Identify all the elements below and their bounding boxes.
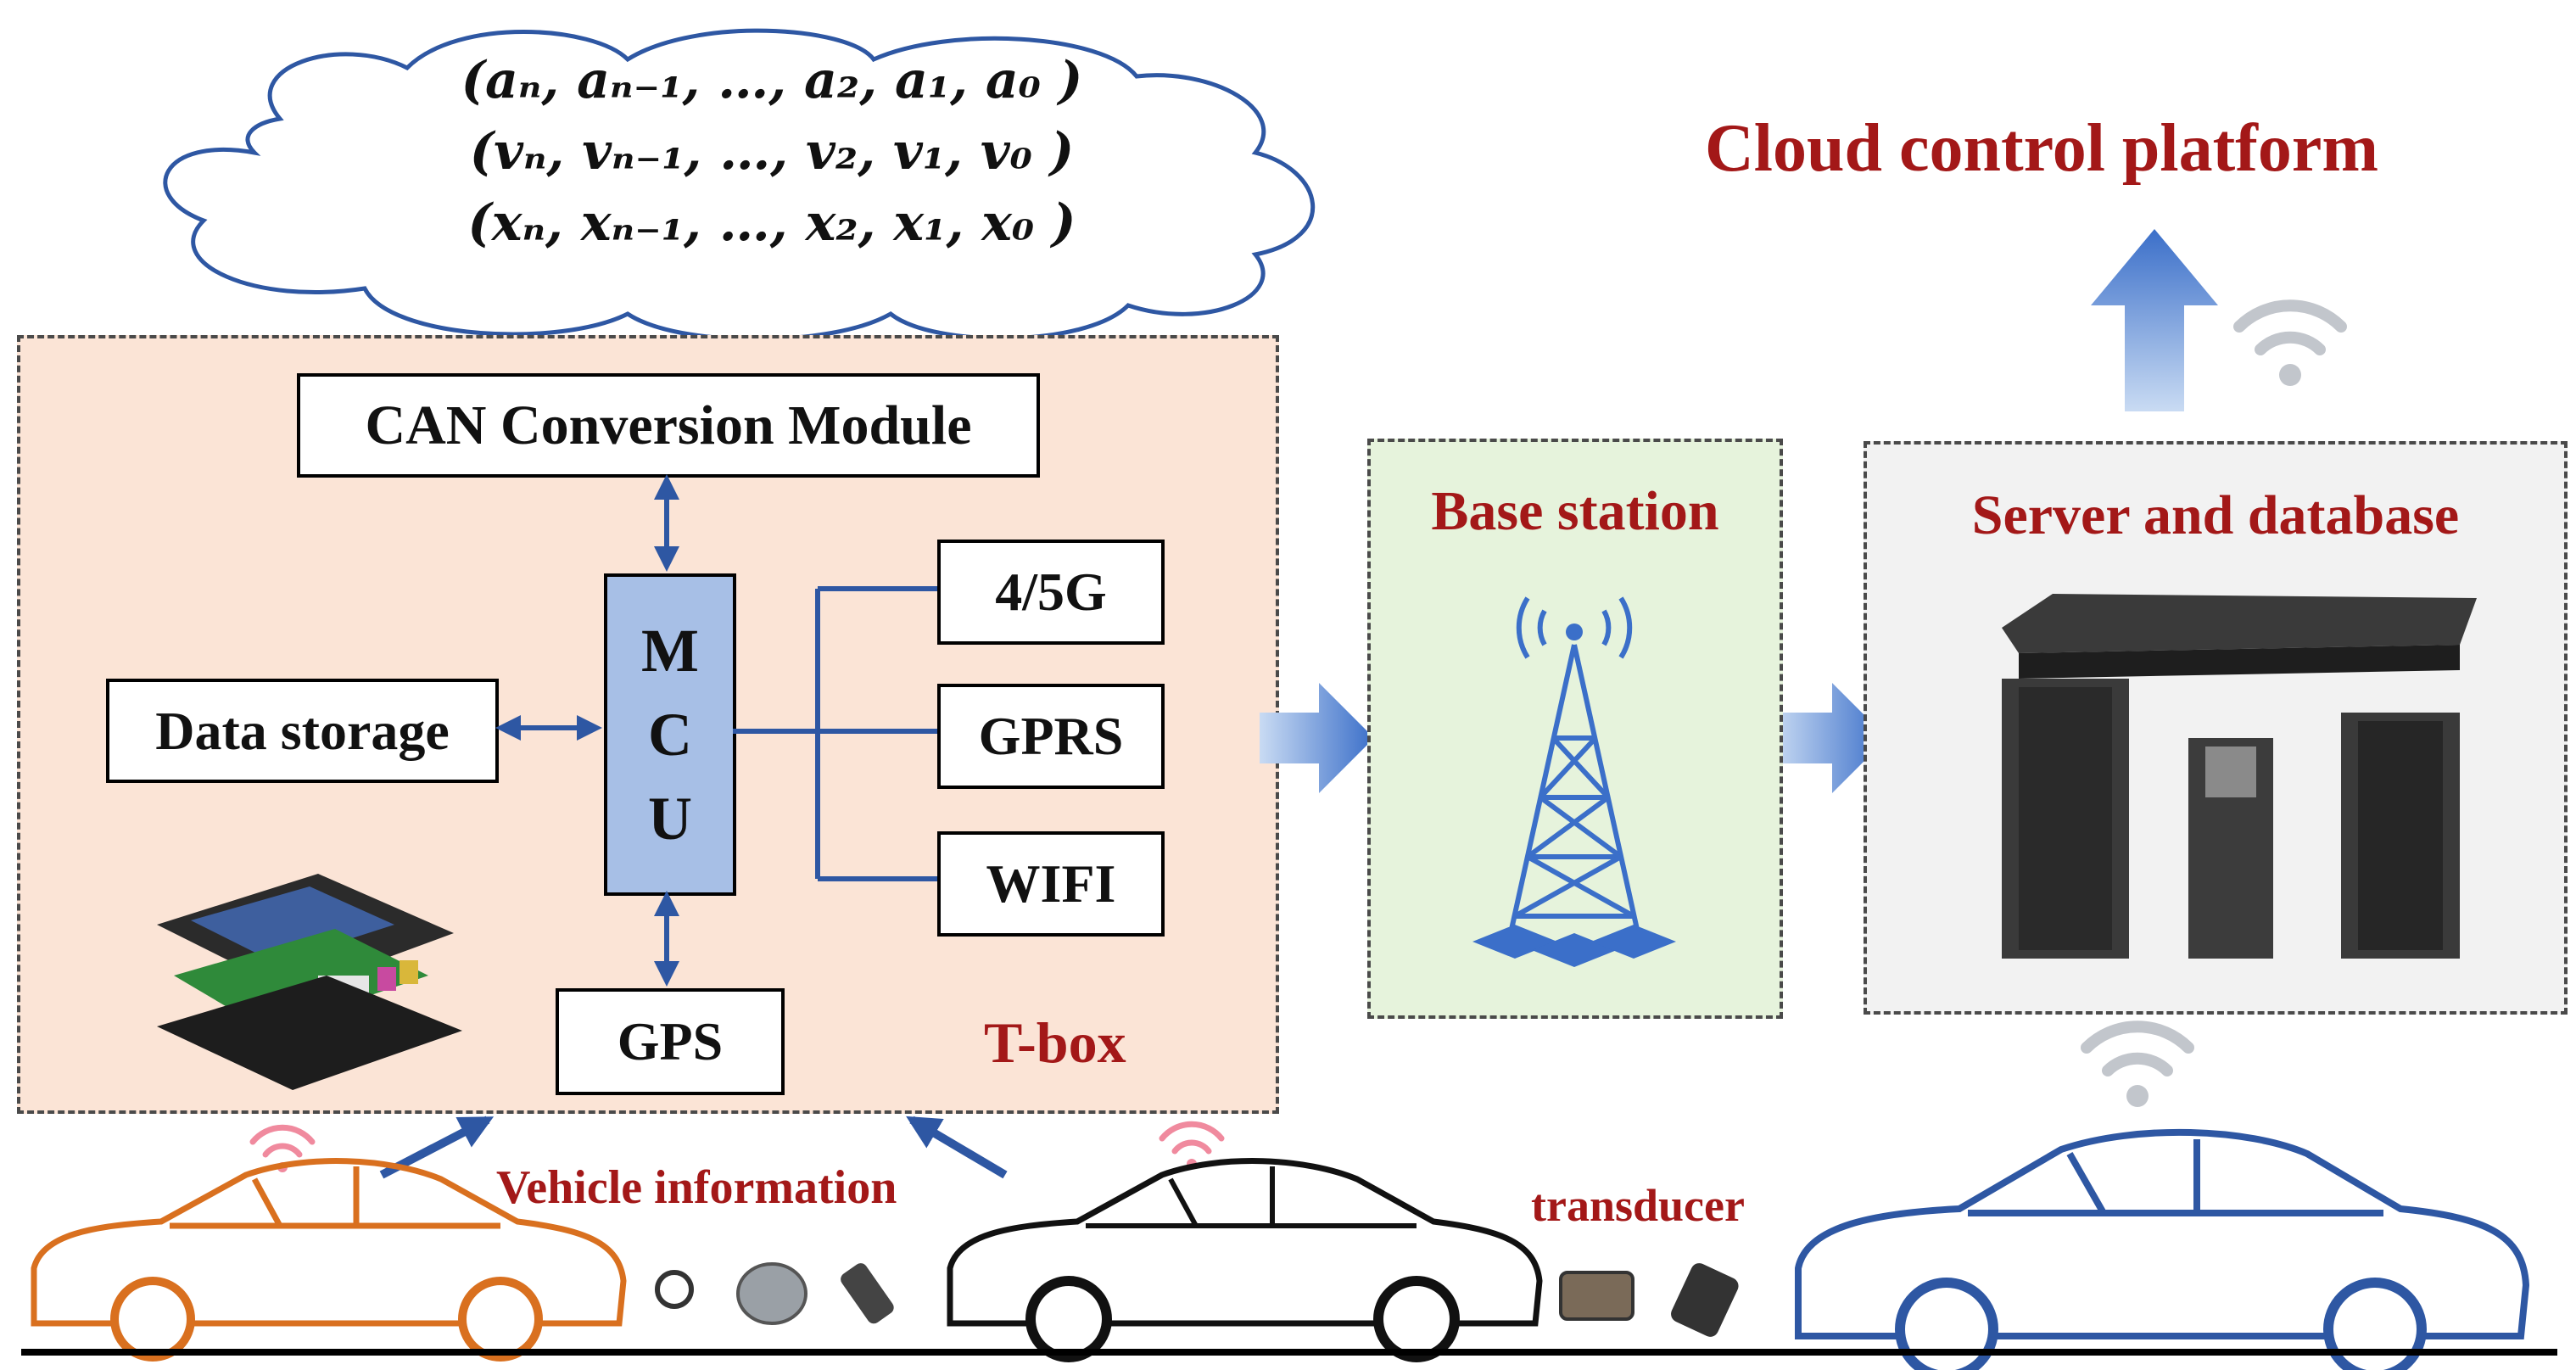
cloud-shape xyxy=(163,28,1316,342)
tbox-device-image xyxy=(157,874,462,1090)
arrow-to-base-station-icon xyxy=(1260,683,1374,793)
cloud-formulas: (aₙ, aₙ₋₁, …, a₂, a₁, a₀ ) (vₙ, vₙ₋₁, …,… xyxy=(305,51,1238,253)
orange-car-icon xyxy=(31,1158,627,1362)
mcu-letter-c: C xyxy=(648,700,692,769)
wifi-icon-car xyxy=(2081,1021,2194,1107)
server-cabinets-icon xyxy=(2002,679,2460,959)
formula-position: (xₙ, xₙ₋₁, …, x₂, x₁, x₀ ) xyxy=(467,193,1076,253)
can-conversion-module: CAN Conversion Module xyxy=(297,373,1040,478)
arrow-to-server-icon xyxy=(1773,683,1887,793)
formula-acceleration: (aₙ, aₙ₋₁, …, a₂, a₁, a₀ ) xyxy=(461,51,1083,110)
data-storage-box: Data storage xyxy=(106,679,499,783)
sensor-icons-left xyxy=(655,1262,894,1325)
tbox-label: T-box xyxy=(984,1010,1126,1075)
sensor-icons-right xyxy=(1559,1263,1739,1337)
server-rack-icon xyxy=(2002,594,2477,679)
base-station-panel xyxy=(1367,439,1783,1019)
server-title: Server and database xyxy=(1971,484,2460,546)
mcu-block: M C U xyxy=(604,573,736,896)
up-arrow-icon xyxy=(2091,229,2218,411)
transducer-label: transducer xyxy=(1531,1180,1745,1231)
vehicle-information-label: Vehicle information xyxy=(496,1161,897,1214)
base-station-title: Base station xyxy=(1431,480,1719,542)
module-4-5g: 4/5G xyxy=(937,540,1165,645)
module-wifi: WIFI xyxy=(937,831,1165,937)
radio-tower-icon xyxy=(1472,596,1676,967)
black-car-icon xyxy=(947,1158,1543,1362)
formula-velocity: (vₙ, vₙ₋₁, …, v₂, v₁, v₀ ) xyxy=(469,122,1075,182)
mcu-letter-u: U xyxy=(648,784,692,853)
ground-line xyxy=(21,1349,2557,1356)
wifi-icon-top xyxy=(2233,299,2347,386)
mcu-letter-m: M xyxy=(641,616,699,685)
gps-box: GPS xyxy=(556,988,785,1095)
blue-car-icon xyxy=(1795,1128,2530,1370)
module-gprs: GPRS xyxy=(937,684,1165,789)
page-title: Cloud control platform xyxy=(1705,111,2379,186)
